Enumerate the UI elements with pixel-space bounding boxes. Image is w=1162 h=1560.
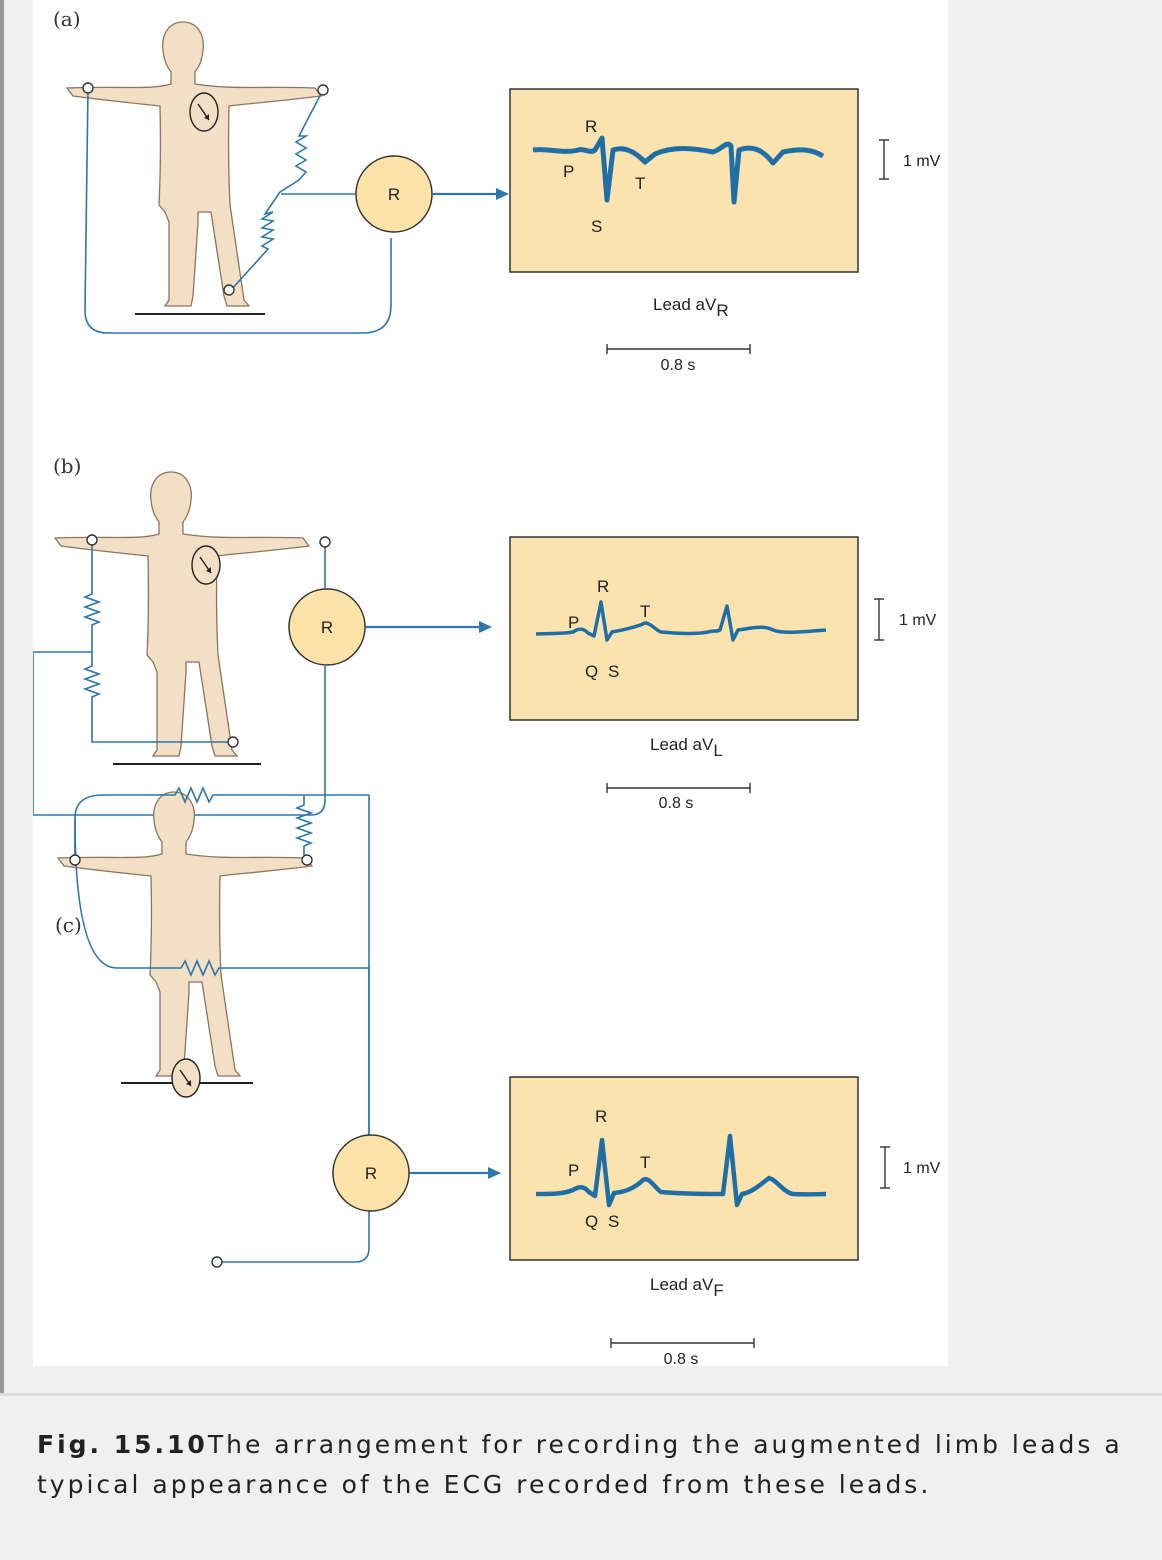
wave-label-q: Q <box>585 662 598 681</box>
wave-label-t: T <box>635 174 645 193</box>
figure-diagram: (a) R R P T S 1 mV Lead aVR 0.8 s <box>33 0 948 1366</box>
body-figure <box>58 792 312 1076</box>
wave-label-s: S <box>591 217 602 236</box>
arrow-head <box>488 1167 501 1179</box>
figure-caption: Fig. 15.10The arrangement for recording … <box>37 1425 1162 1505</box>
ecg-screen <box>510 537 858 720</box>
heart-icon <box>190 93 218 131</box>
panel-a: (a) R R P T S 1 mV Lead aVR 0.8 s <box>53 7 941 374</box>
electrode-right-arm <box>87 535 97 545</box>
amplitude-scale-label: 1 mV <box>899 612 937 629</box>
caption-line-2: typical appearance of the ECG recorded f… <box>37 1465 1162 1505</box>
wave-label-p: P <box>568 613 579 632</box>
panel-letter-a: (a) <box>53 7 81 31</box>
body-figure <box>67 22 321 306</box>
ecg-figure: (a) R R P T S 1 mV Lead aVR 0.8 s <box>33 0 948 1366</box>
amplifier-label: R <box>365 1164 377 1183</box>
heart-icon <box>172 1059 200 1097</box>
amplitude-scale-bar <box>880 1147 890 1188</box>
arrow-head <box>479 621 492 633</box>
amplitude-scale-label: 1 mV <box>903 1160 941 1177</box>
wave-label-r: R <box>595 1107 607 1126</box>
electrode-left-leg <box>224 285 234 295</box>
wave-label-s: S <box>608 662 619 681</box>
wave-label-t: T <box>640 1153 650 1172</box>
panel-letter-c: (c) <box>55 913 82 937</box>
electrode-left-arm <box>318 85 328 95</box>
time-scale-label: 0.8 s <box>661 357 696 374</box>
electrode-right-arm <box>83 83 93 93</box>
wave-label-t: T <box>640 602 650 621</box>
time-scale-bar <box>611 1338 754 1348</box>
amplifier-label: R <box>321 618 333 637</box>
panel-letter-b: (b) <box>53 454 81 478</box>
wave-label-s: S <box>608 1212 619 1231</box>
caption-text-1: The arrangement for recording the augmen… <box>208 1430 1123 1459</box>
panel-b: (b) R R P T Q S 1 mV Lead aVL 0.8 s <box>33 454 937 815</box>
wave-label-p: P <box>563 162 574 181</box>
time-scale-label: 0.8 s <box>659 795 694 812</box>
electrode-left-arm <box>320 537 330 547</box>
wave-label-r: R <box>585 117 597 136</box>
electrode-left-leg <box>212 1257 222 1267</box>
heart-icon <box>192 546 220 584</box>
figure-number: Fig. 15.10 <box>37 1430 208 1459</box>
time-scale-label: 0.8 s <box>664 1351 699 1366</box>
amplitude-scale-bar <box>879 140 889 179</box>
panel-c: (c) R R P T Q S 1 mV Lead aVF <box>55 788 941 1366</box>
arrow-head <box>496 188 509 200</box>
lead-label: Lead aVL <box>650 735 723 760</box>
lead-label: Lead aVF <box>650 1275 724 1300</box>
electrode-left-arm <box>302 855 312 865</box>
wave-label-r: R <box>597 577 609 596</box>
amplitude-scale-label: 1 mV <box>903 153 941 170</box>
electrode-right-arm <box>70 855 80 865</box>
caption-divider <box>0 1393 1162 1396</box>
lead-label: Lead aVR <box>653 295 729 320</box>
electrode-left-leg <box>228 737 238 747</box>
amplitude-scale-bar <box>874 599 884 640</box>
time-scale-bar <box>607 783 750 793</box>
wave-label-p: P <box>568 1161 579 1180</box>
amplifier-label: R <box>388 185 400 204</box>
wave-label-q: Q <box>585 1212 598 1231</box>
ecg-screen <box>510 1077 858 1260</box>
left-border <box>0 0 4 1395</box>
caption-line-1: Fig. 15.10The arrangement for recording … <box>37 1425 1162 1465</box>
time-scale-bar <box>607 344 750 354</box>
